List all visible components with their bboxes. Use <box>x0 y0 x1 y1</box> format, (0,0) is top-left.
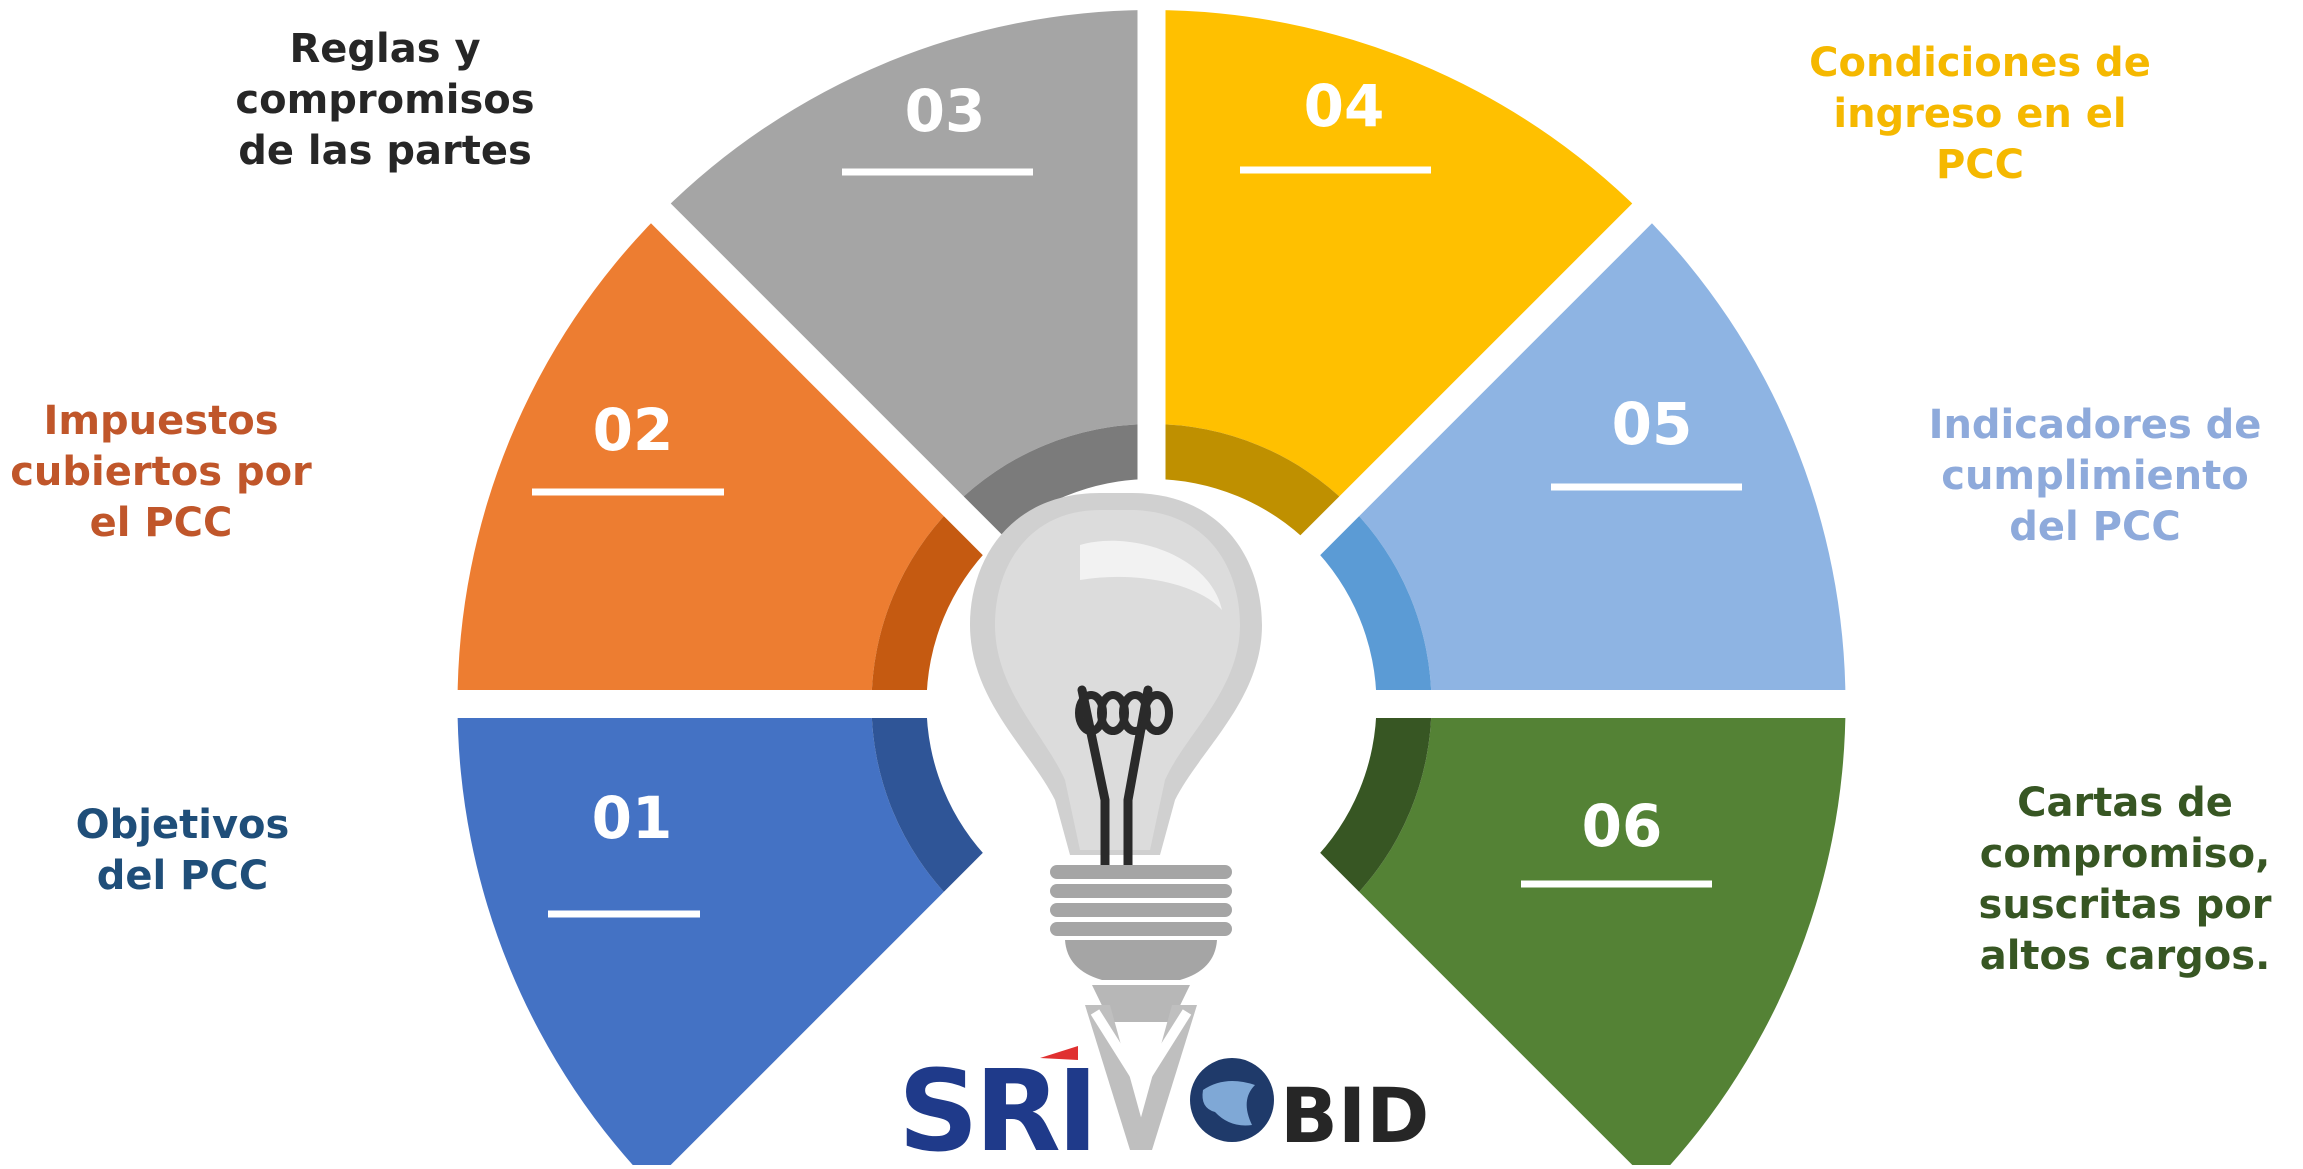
svg-text:SRI: SRI <box>898 1047 1095 1165</box>
segment-outer-02 <box>457 213 954 705</box>
label-line: compromisos <box>235 77 535 123</box>
segment-06: 06 <box>1310 704 1846 1169</box>
label-line: PCC <box>1935 142 2025 188</box>
segment-separator <box>666 849 1006 1169</box>
lightbulb-icon <box>970 493 1262 1022</box>
bid-logo: BID <box>1190 1058 1429 1160</box>
segment-number-01: 01 <box>592 784 673 852</box>
segment-outer-04 <box>1151 10 1643 507</box>
label-line: Condiciones de <box>1809 40 2151 86</box>
label-line: cubiertos por <box>10 449 312 495</box>
label-impuestos: Impuestos cubiertos por el PCC <box>0 396 322 549</box>
segment-outer-03 <box>660 10 1152 507</box>
label-cartas: Cartas de compromiso, suscritas por altos c… <box>1955 778 2295 982</box>
label-line: Indicadores de <box>1928 402 2262 448</box>
segment-outer-01 <box>457 704 954 1169</box>
label-line: suscritas por <box>1978 882 2272 928</box>
segment-inner-03 <box>953 424 1152 545</box>
segment-03: 03 <box>660 10 1152 545</box>
segment-outer-06 <box>1349 704 1846 1169</box>
sri-logo: SRI <box>898 1046 1099 1169</box>
label-line: Reglas y <box>289 26 481 72</box>
segment-05: 05 <box>1310 213 1846 705</box>
label-condiciones: Condiciones de ingreso en el PCC <box>1790 38 2170 191</box>
label-line: altos cargos. <box>1979 933 2271 979</box>
segment-separator <box>647 199 1006 559</box>
label-line: cumplimiento <box>1941 453 2249 499</box>
segment-inner-04 <box>1151 424 1350 545</box>
label-line: compromiso, <box>1979 831 2271 877</box>
label-line: el PCC <box>89 500 233 546</box>
label-line: de las partes <box>238 128 532 174</box>
ribbon-icon <box>1085 1005 1197 1150</box>
segment-inner-02 <box>871 506 993 704</box>
segment-number-02: 02 <box>593 396 674 464</box>
segment-number-03: 03 <box>905 77 986 145</box>
segment-outer-05 <box>1349 213 1846 705</box>
label-line: ingreso en el <box>1833 91 2127 137</box>
segment-number-04: 04 <box>1304 72 1385 140</box>
segment-separator <box>1297 199 1656 559</box>
segment-04: 04 <box>1151 10 1643 545</box>
label-objetivos: Objetivos del PCC <box>30 800 335 902</box>
segment-inner-05 <box>1310 506 1432 704</box>
svg-text:BID: BID <box>1280 1071 1429 1160</box>
segment-separator <box>1297 849 1637 1169</box>
label-reglas: Reglas y compromisos de las partes <box>190 24 580 177</box>
segment-01: 01 <box>457 704 993 1169</box>
label-line: Objetivos <box>75 802 290 848</box>
label-line: del PCC <box>2009 504 2181 550</box>
segment-02: 02 <box>457 213 993 705</box>
segment-number-06: 06 <box>1582 792 1663 860</box>
label-line: Impuestos <box>43 398 279 444</box>
segment-inner-01 <box>871 704 993 902</box>
label-indicadores: Indicadores de cumplimiento del PCC <box>1925 400 2265 553</box>
segment-number-05: 05 <box>1612 390 1693 458</box>
segments-layer: 01 02 03 04 05 06 <box>452 5 1851 1169</box>
label-line: Cartas de <box>2017 780 2233 826</box>
label-line: del PCC <box>96 853 269 899</box>
segment-inner-06 <box>1310 704 1432 902</box>
